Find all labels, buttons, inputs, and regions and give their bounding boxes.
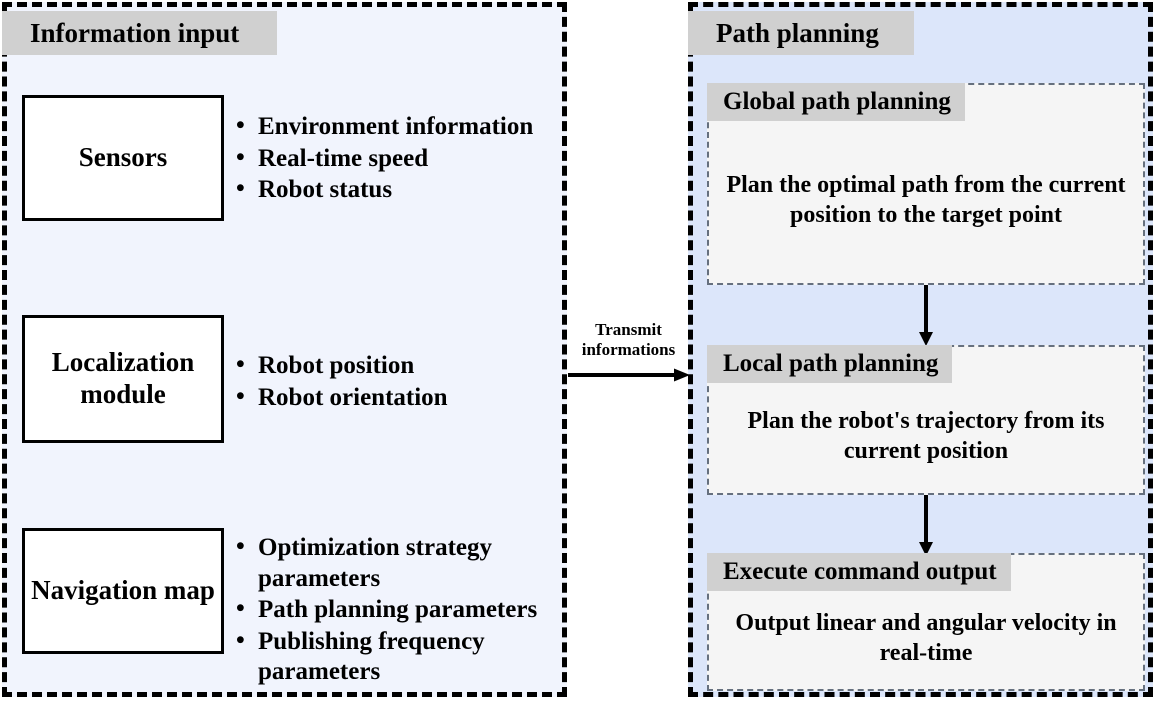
- information-input-title: Information input: [2, 11, 277, 55]
- transmit-label-line1: Transmit: [595, 320, 662, 339]
- path-planning-title: Path planning: [688, 11, 914, 55]
- down-arrow-icon: [919, 495, 933, 556]
- transmit-label-line2: informations: [581, 339, 676, 359]
- stage-local-path-planning: Local path planning Plan the robot's tra…: [707, 345, 1145, 495]
- stage-execute-body: Output linear and angular velocity in re…: [735, 610, 1117, 666]
- stage-global-body: Plan the optimal path from the current p…: [726, 172, 1126, 228]
- list-item: Optimization strategy parameters: [236, 532, 566, 594]
- sensors-feature-list: Environment information Real-time speed …: [236, 111, 566, 207]
- down-arrow-icon: [919, 285, 933, 346]
- module-box-sensors: Sensors: [22, 95, 224, 221]
- path-planning-panel: Path planning Global path planning Plan …: [688, 2, 1153, 697]
- stage-global-path-planning: Global path planning Plan the optimal pa…: [707, 83, 1145, 285]
- module-box-navigation-map: Navigation map: [22, 528, 224, 654]
- list-item: Real-time speed: [236, 143, 566, 175]
- list-item: Environment information: [236, 111, 566, 143]
- navigation-map-feature-list: Optimization strategy parameters Path pl…: [236, 532, 566, 689]
- stage-local-heading: Local path planning: [707, 345, 953, 383]
- list-item: Robot orientation: [236, 382, 566, 414]
- transmit-label: Transmit informations: [566, 320, 691, 359]
- localization-feature-list: Robot position Robot orientation: [236, 350, 566, 414]
- information-input-panel: Information input Sensors Environment in…: [2, 2, 567, 697]
- list-item: Robot position: [236, 350, 566, 382]
- stage-execute-command-output: Execute command output Output linear and…: [707, 553, 1145, 691]
- list-item: Robot status: [236, 174, 566, 206]
- right-arrow-icon: [568, 368, 690, 382]
- stage-execute-heading: Execute command output: [707, 553, 1011, 591]
- stage-local-body: Plan the robot's trajectory from its cur…: [747, 408, 1105, 464]
- transmit-connector: Transmit informations: [566, 320, 691, 388]
- list-item: Publishing frequency parameters: [236, 626, 566, 688]
- stage-global-heading: Global path planning: [707, 83, 965, 121]
- module-box-localization: Localization module: [22, 315, 224, 443]
- list-item: Path planning parameters: [236, 594, 566, 626]
